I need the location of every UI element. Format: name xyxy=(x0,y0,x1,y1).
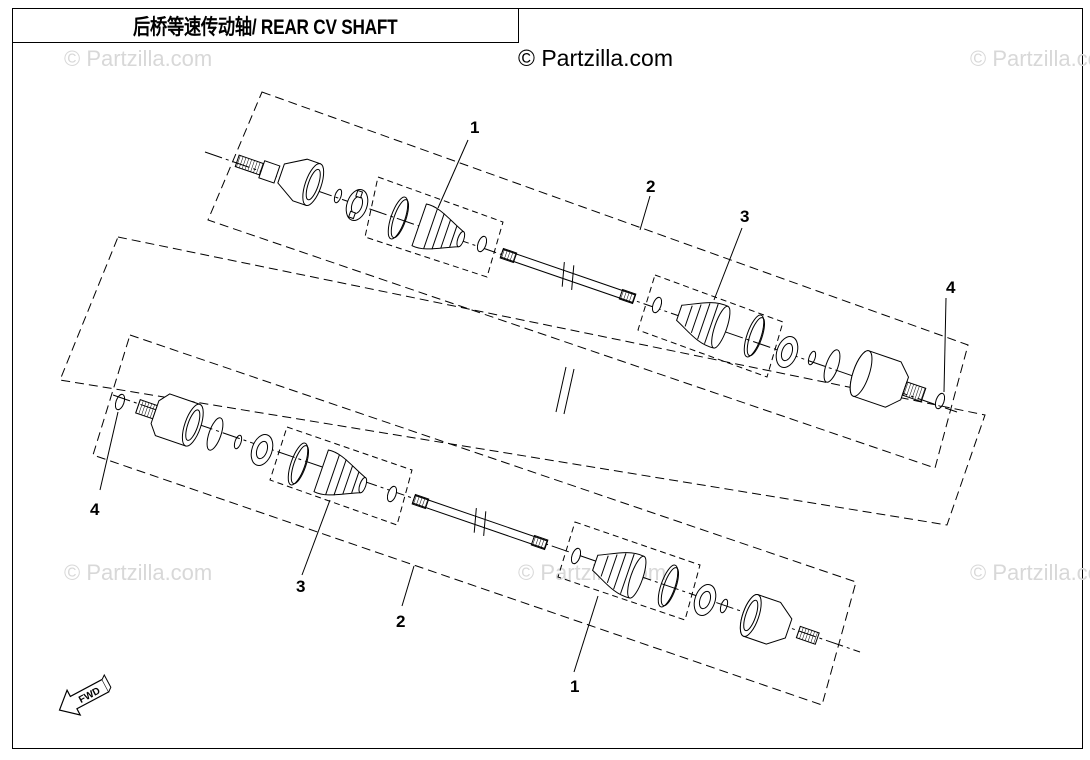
lower-axle-shaft xyxy=(411,493,549,551)
fwd-label: FWD xyxy=(77,686,102,706)
upper-bearing-cage xyxy=(345,189,369,221)
callout-upper-4: 4 xyxy=(946,278,956,297)
link-boundary xyxy=(59,236,986,526)
upper-outer-cv-joint xyxy=(277,158,325,207)
fwd-arrow-icon: FWD xyxy=(58,673,112,716)
upper-snap-ring xyxy=(333,188,343,204)
lower-end-circlip xyxy=(114,393,126,411)
upper-inner-clamp-small xyxy=(651,296,663,314)
upper-outer-stub xyxy=(234,154,281,184)
upper-end-circlip xyxy=(934,392,946,410)
break-marks xyxy=(555,366,575,415)
upper-boot-kit-boundary xyxy=(364,176,504,278)
upper-inner-boot xyxy=(676,302,731,349)
callout-upper-3: 3 xyxy=(740,207,749,226)
upper-boot-kit-3-boundary xyxy=(637,274,784,378)
upper-inner-circlip xyxy=(823,349,841,383)
lower-outer-cv-joint xyxy=(739,593,793,645)
callout-upper-1: 1 xyxy=(470,118,479,137)
callout-lower-3: 3 xyxy=(296,577,305,596)
copyright-text: © Partzilla.com xyxy=(518,45,673,71)
upper-inner-clamp-large xyxy=(743,314,766,358)
lower-inner-cv-housing xyxy=(135,393,204,447)
lower-boot-kit-1-boundary xyxy=(557,521,701,621)
upper-axle-shaft xyxy=(499,247,637,305)
dashed-group-boxes xyxy=(59,91,986,706)
callout-lower-1: 1 xyxy=(570,677,579,696)
watermark: © Partzilla.com xyxy=(64,46,213,71)
diagram-frame xyxy=(12,8,1083,749)
lower-outer-boot xyxy=(592,552,647,599)
lower-inner-circlip xyxy=(206,417,224,451)
callout-lower-4: 4 xyxy=(90,500,100,519)
lower-inner-clamp-large xyxy=(287,442,310,486)
watermark: © Partzilla.com xyxy=(970,560,1090,585)
leader-lines xyxy=(99,139,947,673)
upper-centerline xyxy=(204,151,958,413)
upper-clamp-large xyxy=(387,196,410,240)
upper-shaft xyxy=(204,151,958,413)
upper-inner-bearing-cage xyxy=(775,336,799,368)
lower-outer-clamp-large xyxy=(657,564,680,608)
lower-inner-snap-ring xyxy=(233,434,243,450)
watermark: © Partzilla.com xyxy=(970,46,1090,71)
upper-clamp-small xyxy=(476,235,488,253)
upper-boot xyxy=(411,203,466,250)
lower-inner-boot xyxy=(313,449,368,496)
lower-shaft xyxy=(112,393,861,653)
callout-lower-2: 2 xyxy=(396,612,405,631)
lower-outer-clamp-small xyxy=(570,547,582,565)
upper-inner-cv-housing xyxy=(849,350,927,408)
watermark: © Partzilla.com xyxy=(64,560,213,585)
lower-assembly-boundary xyxy=(92,334,857,706)
page-title: 后桥等速传动轴/ REAR CV SHAFT xyxy=(133,15,398,39)
lower-outer-stub xyxy=(795,625,820,645)
lower-boot-kit-3-boundary xyxy=(269,426,413,526)
upper-inner-snap-ring xyxy=(807,350,817,366)
lower-outer-snap-ring xyxy=(719,598,729,614)
callout-upper-2: 2 xyxy=(646,177,655,196)
lower-inner-bearing-cage xyxy=(250,434,274,466)
lower-outer-bearing-cage xyxy=(693,584,717,616)
title-box: 后桥等速传动轴/ REAR CV SHAFT xyxy=(12,8,519,43)
lower-inner-clamp-small xyxy=(386,485,398,503)
